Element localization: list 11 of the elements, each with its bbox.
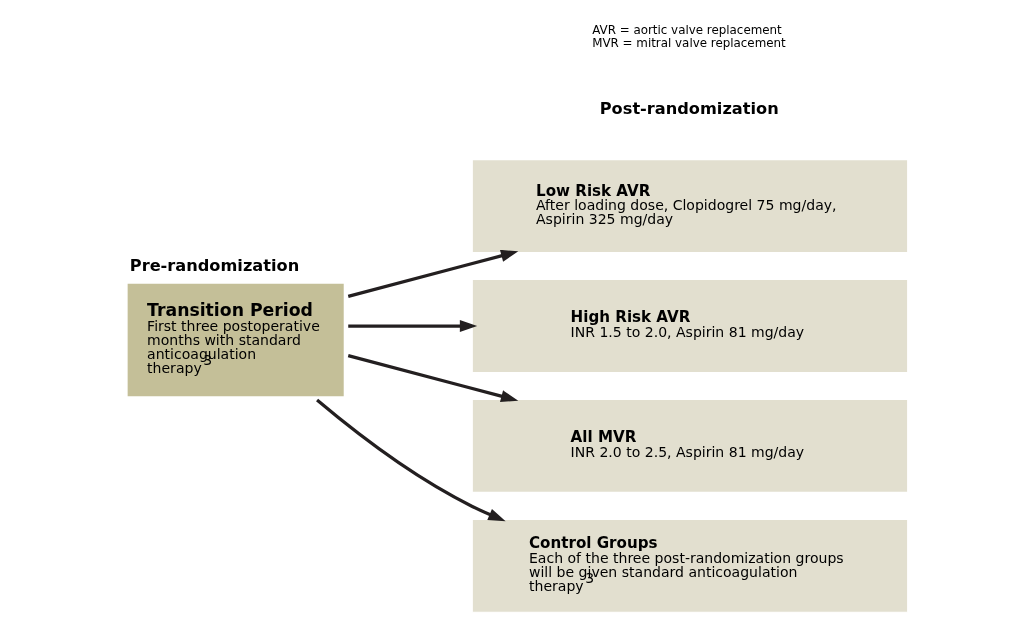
node-box: High Risk AVR INR 1.5 to 2.0, Aspirin 81 mg/day <box>471 279 909 373</box>
arrow <box>347 354 519 403</box>
arrow <box>348 319 478 333</box>
arrow <box>347 249 519 298</box>
label: MVR = mitral valve replacement <box>592 36 786 51</box>
node-label: Pre-randomization <box>129 255 300 275</box>
arrow <box>316 398 506 522</box>
label: Post-randomization <box>599 98 779 118</box>
node-box: Low Risk AVR After loading dose, Clopidogrel 75 mg/day, Aspirin 325 mg/day <box>471 159 909 254</box>
node-box: All MVR INR 2.0 to 2.5, Aspirin 81 mg/day <box>471 398 909 493</box>
label: AVR = aortic valve replacement <box>592 23 782 38</box>
